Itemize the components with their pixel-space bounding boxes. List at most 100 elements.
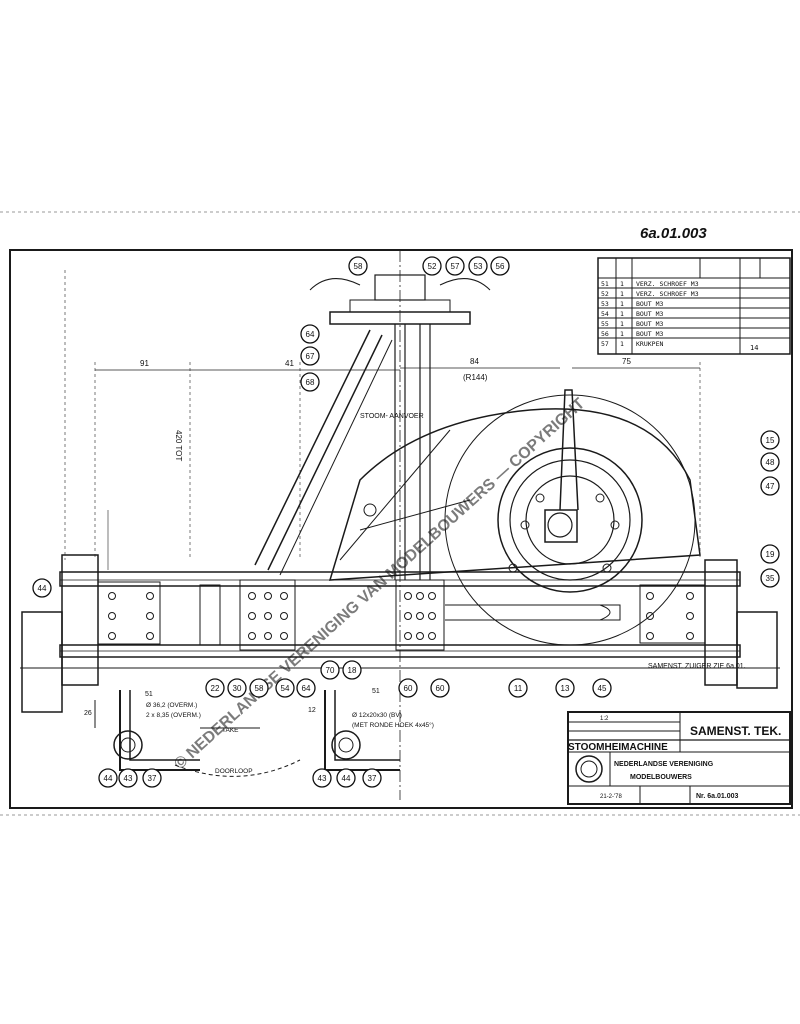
rivet xyxy=(264,632,272,640)
part-balloon-number: 60 xyxy=(404,684,413,693)
part-balloon: 11 xyxy=(508,678,528,698)
part-number: 52 xyxy=(601,290,609,298)
detail-note: (MET RONDE HOEK 4x45°) xyxy=(352,721,434,729)
rivet xyxy=(646,612,654,620)
handwritten-drawing-number: 6a.01.003 xyxy=(640,225,707,242)
part-balloon: 56 xyxy=(490,256,510,276)
detail-note: TAKE xyxy=(222,727,239,734)
part-number: 56 xyxy=(601,330,609,338)
part-number: 51 xyxy=(601,280,609,288)
part-qty: 1 xyxy=(620,330,624,338)
part-balloon-number: 35 xyxy=(766,574,775,583)
detail-note: Ø 12x20x30 (BV) xyxy=(352,712,402,719)
part-balloon-number: 44 xyxy=(38,584,47,593)
rivet xyxy=(686,612,694,620)
part-balloon-number: 43 xyxy=(124,774,133,783)
rivet-pattern xyxy=(108,592,694,640)
dim-label: 75 xyxy=(622,357,631,366)
part-balloon: 15 xyxy=(760,430,780,450)
part-balloon: 45 xyxy=(592,678,612,698)
engine-body xyxy=(328,389,701,646)
society-seal xyxy=(575,755,603,783)
part-balloon: 68 xyxy=(300,372,320,392)
rivet xyxy=(146,632,154,640)
part-balloon-number: 53 xyxy=(474,262,483,271)
part-balloon-number: 67 xyxy=(306,352,315,361)
part-balloon: 60 xyxy=(398,678,418,698)
rivet xyxy=(686,592,694,600)
dim-label: 84 xyxy=(470,357,479,366)
part-description: BOUT M3 xyxy=(636,300,663,308)
part-balloon-number: 22 xyxy=(211,684,220,693)
part-number: 54 xyxy=(601,310,609,318)
rivet xyxy=(248,592,256,600)
part-balloon-number: 37 xyxy=(368,774,377,783)
frame-beams xyxy=(20,554,780,713)
part-balloon: 64 xyxy=(300,324,320,344)
steam-valve-assembly xyxy=(309,250,491,800)
part-balloon-number: 44 xyxy=(342,774,351,783)
detail-note: DOORLOOP xyxy=(215,768,253,775)
rivet xyxy=(416,592,424,600)
rivet xyxy=(428,612,436,620)
rivet xyxy=(646,592,654,600)
dim-label: 26 xyxy=(84,710,92,717)
machine-name: STOOMHEIMACHINE xyxy=(568,742,668,753)
part-balloon-number: 64 xyxy=(302,684,311,693)
part-qty: 1 xyxy=(620,290,624,298)
part-balloon-number: 37 xyxy=(148,774,157,783)
dim-label: 51 xyxy=(145,691,153,698)
part-qty: 1 xyxy=(620,340,624,348)
title-block xyxy=(567,711,791,805)
drawing-date: 21-2-'78 xyxy=(600,794,622,800)
dim-label: 51 xyxy=(372,688,380,695)
part-balloon: 35 xyxy=(760,568,780,588)
part-qty: 1 xyxy=(620,320,624,328)
rivet xyxy=(248,612,256,620)
part-qty: 1 xyxy=(620,310,624,318)
part-balloon: 44 xyxy=(32,578,52,598)
detail-note: Ø 36,2 (OVERM.) xyxy=(146,702,197,709)
rivet xyxy=(428,632,436,640)
part-balloon-number: 52 xyxy=(428,262,437,271)
part-balloon: 37 xyxy=(362,768,382,788)
part-description: VERZ. SCHROEF M3 xyxy=(636,280,699,288)
part-balloon-number: 47 xyxy=(766,482,775,491)
organisation-line2: MODELBOUWERS xyxy=(630,774,692,781)
part-balloon: 44 xyxy=(98,768,118,788)
part-balloon-number: 68 xyxy=(306,378,315,387)
part-balloon-number: 43 xyxy=(318,774,327,783)
part-balloon: 30 xyxy=(227,678,247,698)
rivet xyxy=(428,592,436,600)
drawing-number: Nr. 6a.01.003 xyxy=(696,793,739,800)
rivet xyxy=(404,612,412,620)
part-qty: 1 xyxy=(620,280,624,288)
part-balloon: 37 xyxy=(142,768,162,788)
part-balloon: 57 xyxy=(445,256,465,276)
part-balloon: 48 xyxy=(760,452,780,472)
dim-label: 91 xyxy=(140,359,149,368)
rivet xyxy=(264,612,272,620)
part-description: BOUT M3 xyxy=(636,320,663,328)
rivet xyxy=(146,592,154,600)
detail-note: 2 x 8,35 (OVERM.) xyxy=(146,712,201,719)
rivet xyxy=(646,632,654,640)
part-qty: 1 xyxy=(620,300,624,308)
rivet xyxy=(108,632,116,640)
part-balloon: 53 xyxy=(468,256,488,276)
part-description: KRUKPEN xyxy=(636,340,663,348)
dimension-lines xyxy=(64,270,701,570)
part-balloon-number: 54 xyxy=(281,684,290,693)
part-balloon-number: 57 xyxy=(451,262,460,271)
part-balloon-number: 58 xyxy=(255,684,264,693)
rivet xyxy=(280,612,288,620)
part-balloon: 52 xyxy=(422,256,442,276)
part-balloon: 54 xyxy=(275,678,295,698)
rivet xyxy=(280,592,288,600)
title-short: SAMENST. TEK. xyxy=(690,724,781,738)
dim-label-vertical: 420 TOT xyxy=(174,430,183,461)
dim-label: (R144) xyxy=(463,373,488,382)
part-balloon: 67 xyxy=(300,346,320,366)
